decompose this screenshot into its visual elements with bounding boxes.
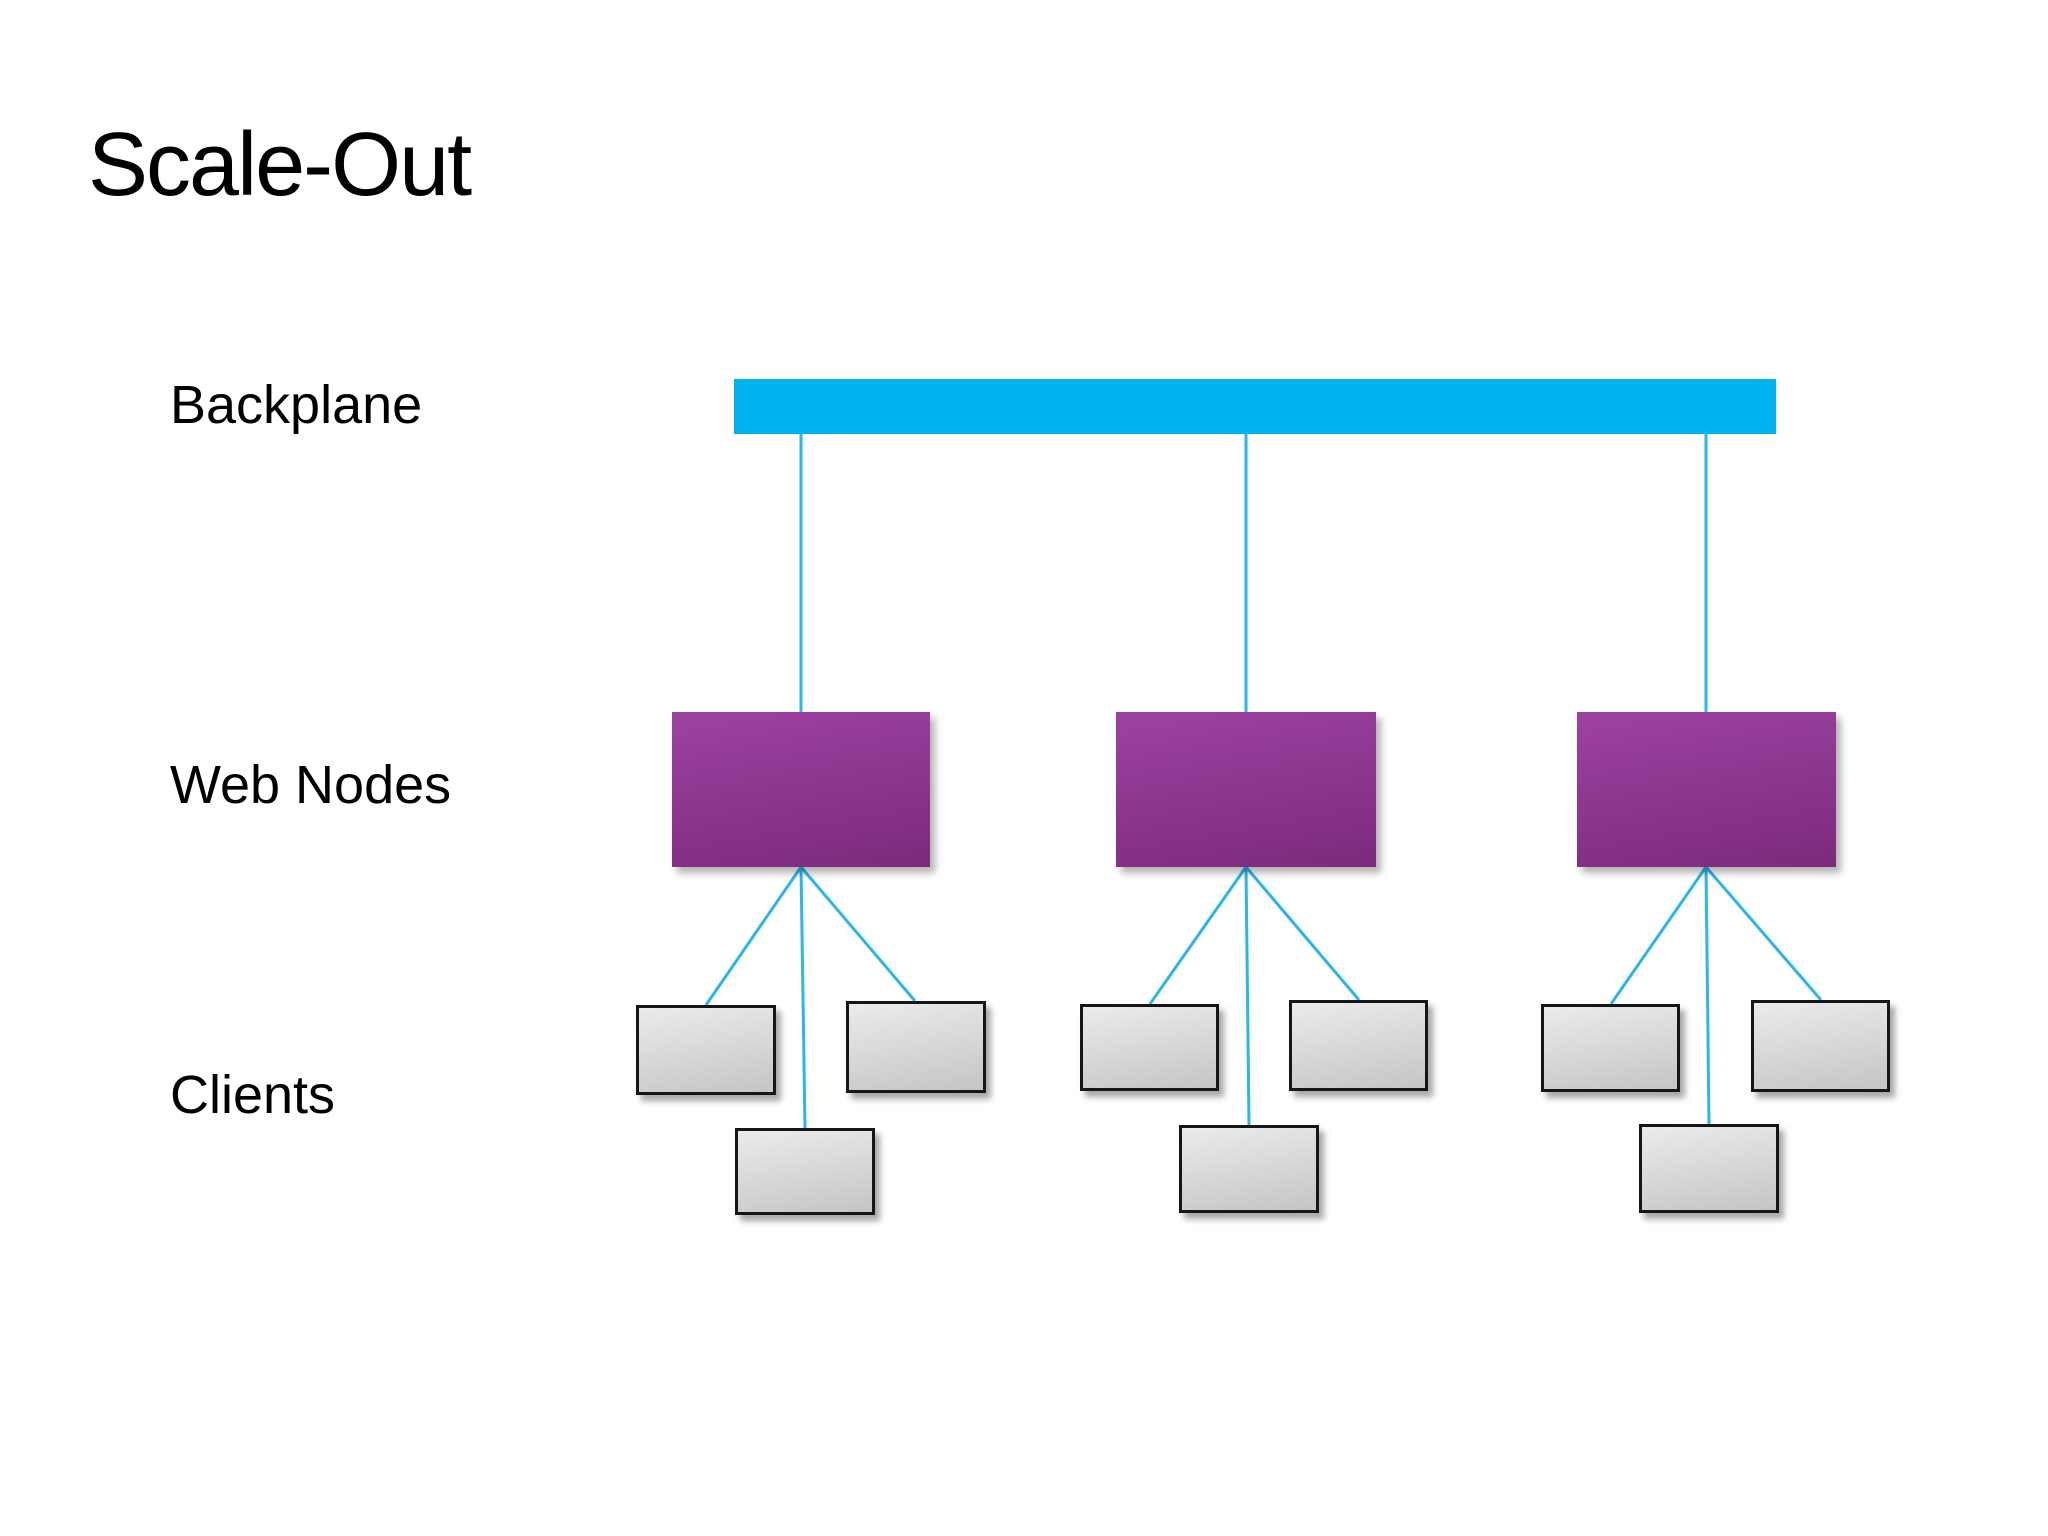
client-box bbox=[1179, 1125, 1319, 1213]
client-box bbox=[735, 1128, 875, 1215]
label-backplane: Backplane bbox=[170, 375, 423, 435]
web-node-box bbox=[1577, 712, 1836, 867]
backplane-bar bbox=[734, 379, 1776, 434]
client-box bbox=[636, 1005, 776, 1095]
web-node-box bbox=[1116, 712, 1376, 867]
slide-title: Scale-Out bbox=[88, 115, 472, 215]
client-box bbox=[1289, 1000, 1428, 1091]
label-web-nodes: Web Nodes bbox=[170, 755, 452, 815]
connector-line bbox=[799, 866, 807, 1129]
web-node-box bbox=[672, 712, 930, 867]
connector-line bbox=[1609, 866, 1708, 1005]
client-box bbox=[1639, 1124, 1779, 1213]
connector-line bbox=[1148, 866, 1248, 1005]
client-box bbox=[1751, 1000, 1890, 1092]
connector-line bbox=[704, 866, 803, 1006]
connector-line bbox=[1704, 866, 1823, 1001]
connector-line bbox=[799, 866, 917, 1002]
client-box bbox=[846, 1001, 986, 1093]
connector-line bbox=[1244, 866, 1361, 1001]
client-box bbox=[1541, 1004, 1680, 1092]
label-clients: Clients bbox=[170, 1065, 336, 1125]
client-box bbox=[1080, 1004, 1219, 1091]
connector-line bbox=[1244, 866, 1251, 1126]
connector-line bbox=[1704, 866, 1711, 1125]
